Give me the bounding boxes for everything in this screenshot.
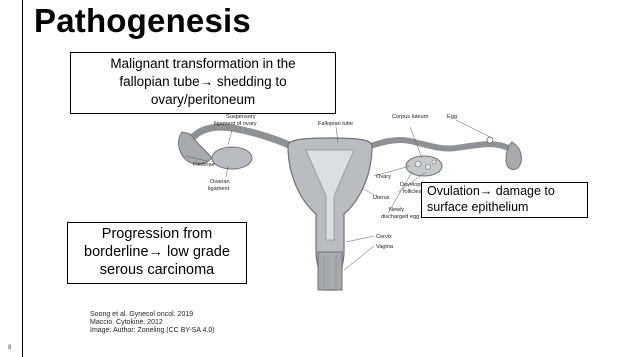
vagina-shape bbox=[318, 252, 342, 290]
callout-ovulation: Ovulation→ damage to surface epithelium bbox=[421, 182, 588, 218]
label-suspensory-1: Suspensory bbox=[226, 114, 256, 120]
label-ovarian-1: Ovarian bbox=[210, 179, 230, 185]
label-egg: Egg bbox=[447, 114, 457, 120]
reference-2: Maccio. Cytokine. 2012 bbox=[90, 319, 215, 327]
label-fimbriae: Fimbriae bbox=[193, 162, 215, 168]
egg-cell bbox=[487, 137, 493, 143]
slide-number: 8 bbox=[8, 345, 11, 351]
callout-progression-line-1: Progression from bbox=[68, 225, 246, 243]
label-vagina: Vagina bbox=[376, 244, 394, 250]
label-developing-2: follicles bbox=[403, 189, 422, 195]
callout-tube-line-3: ovary/peritoneum bbox=[71, 91, 335, 109]
reference-1: Soong et al. Gynecol oncol. 2019 bbox=[90, 311, 215, 319]
callout-fallopian-tube: Malignant transformation in the fallopia… bbox=[70, 52, 336, 114]
callout-tube-line-2: fallopian tube→ shedding to bbox=[71, 73, 335, 91]
callout-tube-line-1: Malignant transformation in the bbox=[71, 55, 335, 73]
label-uterus: Uterus bbox=[373, 195, 390, 201]
callout-progression-line-3: serous carcinoma bbox=[68, 261, 246, 279]
label-ovarian-2: ligament bbox=[208, 186, 230, 192]
label-fallopian-tube: Fallopian tube bbox=[318, 121, 353, 127]
label-newly-1: Newly bbox=[389, 207, 404, 213]
reference-3: Image: Author: Zoneling (CC BY-SA 4.0) bbox=[90, 327, 215, 335]
left-fallopian-tube bbox=[190, 127, 300, 150]
label-suspensory-2: ligament of ovary bbox=[214, 121, 257, 127]
label-ovary: Ovary bbox=[376, 174, 391, 180]
left-ovary bbox=[212, 147, 252, 169]
references: Soong et al. Gynecol oncol. 2019 Maccio.… bbox=[90, 311, 215, 336]
callout-ovulation-line-2: surface epithelium bbox=[427, 199, 587, 215]
callout-progression: Progression from borderline→ low grade s… bbox=[67, 222, 247, 284]
label-cervix: Cervix bbox=[376, 234, 392, 240]
callout-ovulation-line-1: Ovulation→ damage to bbox=[427, 183, 587, 199]
label-newly-2: discharged egg bbox=[381, 214, 419, 220]
label-corpus-luteum: Corpus luteum bbox=[392, 114, 429, 120]
callout-progression-line-2: borderline→ low grade bbox=[68, 243, 246, 261]
